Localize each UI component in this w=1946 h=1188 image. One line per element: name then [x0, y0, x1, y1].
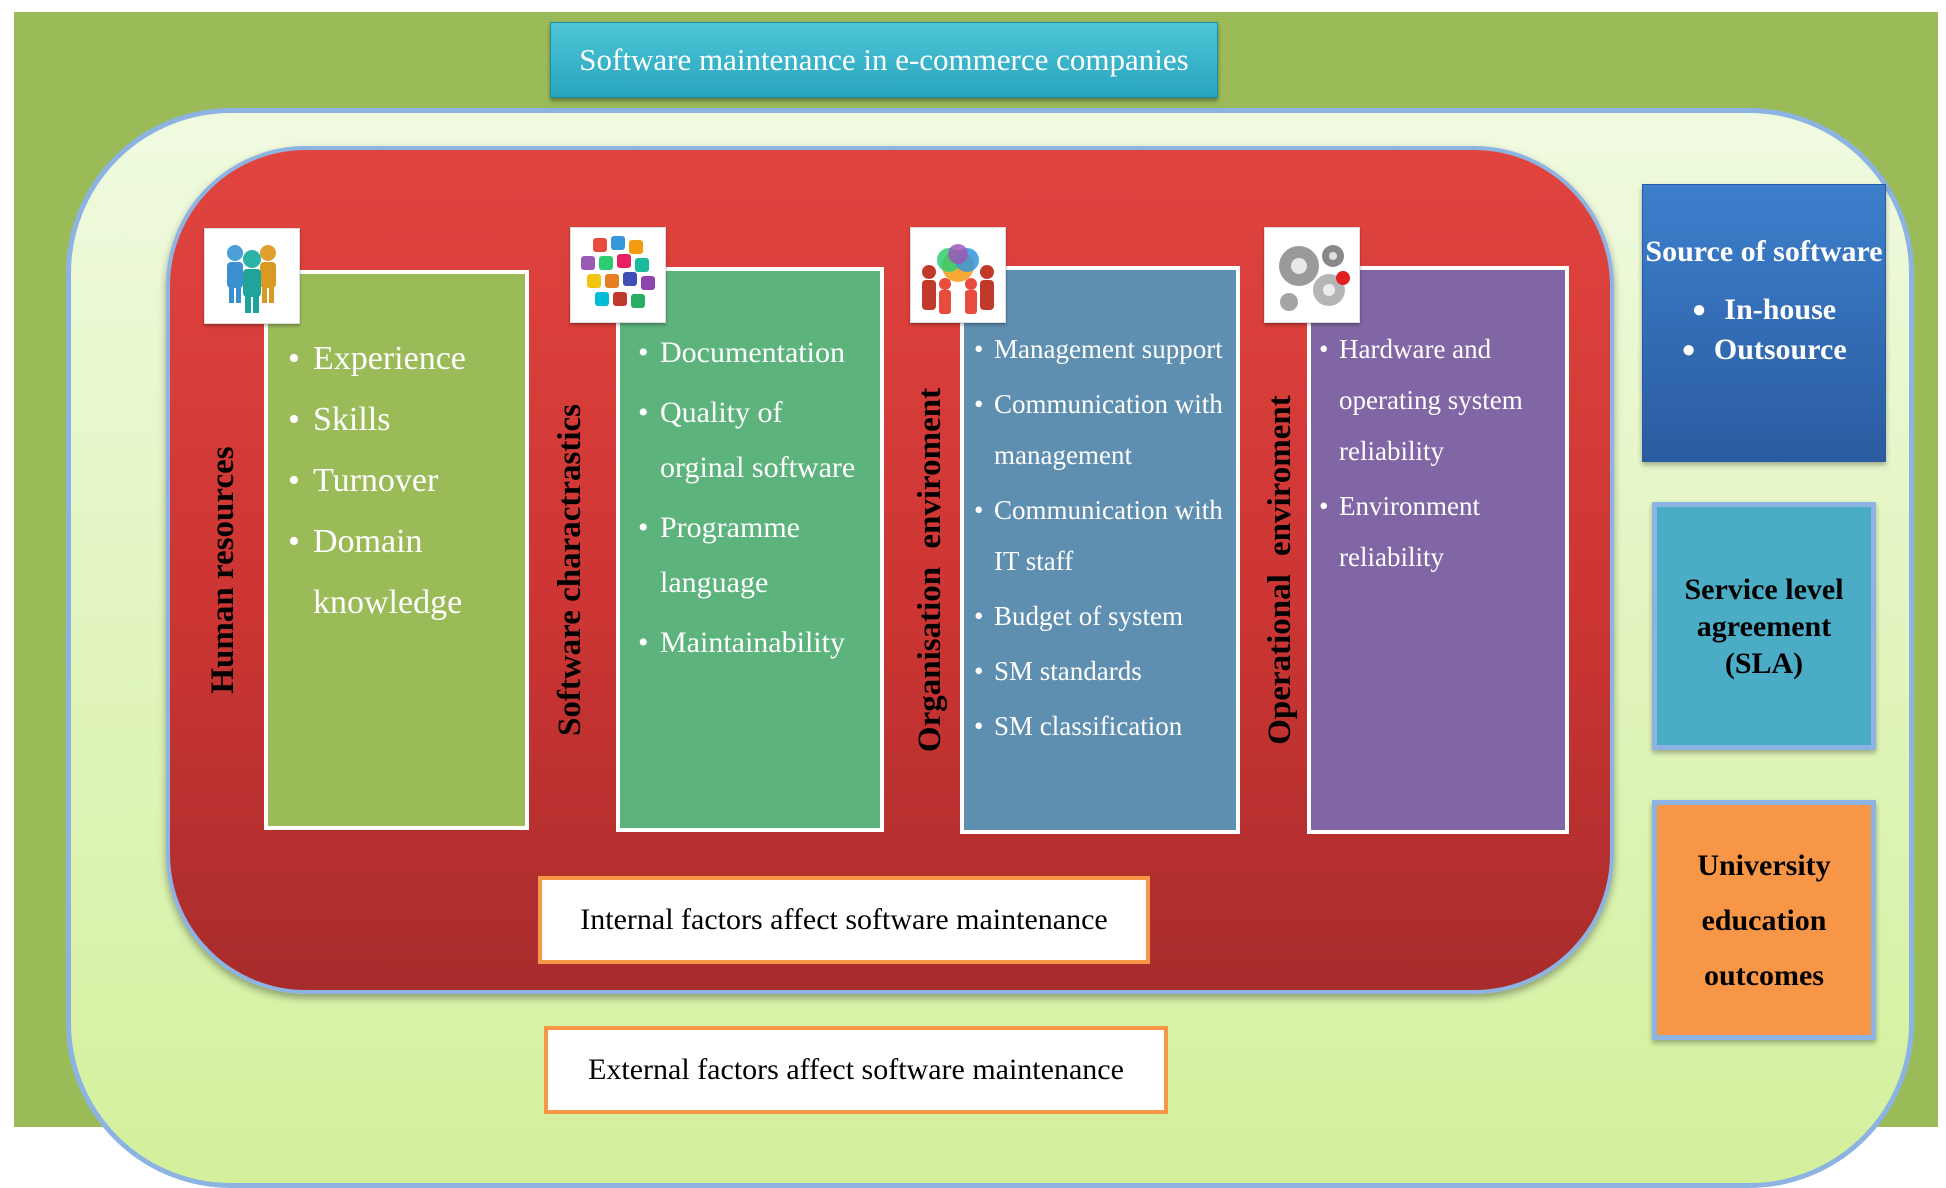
sla-text: Service level agreement (SLA) [1684, 572, 1844, 680]
list-item: Domain knowledge [288, 511, 515, 633]
organisation-environment-label: Organisation enviroment [911, 387, 948, 753]
human-resources-label: Human resources [204, 446, 241, 694]
list-item-label: In-house [1724, 293, 1837, 326]
list-item-label: Outsource [1713, 333, 1847, 366]
organisation-environment-list: Management support Communication with ma… [964, 270, 1236, 752]
sla-box: Service level agreement (SLA) [1652, 502, 1876, 750]
university-education-text: University education outcomes [1697, 848, 1831, 992]
list-item: Hardware and operating system reliabilit… [1319, 324, 1559, 477]
list-item: Experience [288, 328, 515, 389]
operational-environment-panel: Hardware and operating system reliabilit… [1307, 266, 1569, 834]
list-item: SM standards [974, 646, 1230, 697]
bullet-icon: ● [1691, 297, 1707, 323]
bullet-icon: ● [1681, 337, 1696, 363]
human-resources-panel: Experience Skills Turnover Domain knowle… [264, 270, 529, 830]
software-characteristics-panel: Documentation Quality of orginal softwar… [616, 267, 884, 832]
list-item: Turnover [288, 450, 515, 511]
list-item: Quality of orginal software [638, 385, 872, 495]
list-item: Communication with management [974, 379, 1230, 481]
software-characteristics-label: Software charactrastics [551, 403, 588, 737]
operational-environment-list: Hardware and operating system reliabilit… [1311, 270, 1565, 583]
source-of-software-box: Source of software ●In-house ●Outsource [1642, 184, 1886, 462]
list-item: Programme language [638, 500, 872, 610]
operational-environment-label: Operational enviroment [1261, 395, 1298, 745]
list-item: Communication with IT staff [974, 485, 1230, 587]
organisation-environment-panel: Management support Communication with ma… [960, 266, 1240, 834]
list-item: SM classification [974, 701, 1230, 752]
app-icons-cluster-icon [570, 227, 666, 323]
external-factors-label: External factors affect software mainten… [544, 1026, 1168, 1114]
list-item: Environment reliability [1319, 481, 1559, 583]
human-resources-list: Experience Skills Turnover Domain knowle… [268, 274, 525, 633]
university-education-box: University education outcomes [1652, 800, 1876, 1040]
list-item: Documentation [638, 325, 872, 380]
source-of-software-list: ●In-house ●Outsource [1643, 290, 1885, 370]
team-hands-icon [910, 227, 1006, 323]
list-item: ● Outsource [1643, 330, 1885, 370]
gears-icon [1264, 227, 1360, 323]
list-item: ● In-house [1643, 290, 1885, 330]
software-characteristics-list: Documentation Quality of orginal softwar… [620, 271, 880, 670]
list-item: Skills [288, 389, 515, 450]
diagram-title: Software maintenance in e-commerce compa… [550, 22, 1218, 98]
source-of-software-title: Source of software [1645, 235, 1883, 268]
list-item: Maintainability [638, 615, 872, 670]
internal-factors-label: Internal factors affect software mainten… [538, 876, 1150, 964]
people-group-icon [204, 228, 300, 324]
list-item: Budget of system [974, 591, 1230, 642]
list-item: Management support [974, 324, 1230, 375]
